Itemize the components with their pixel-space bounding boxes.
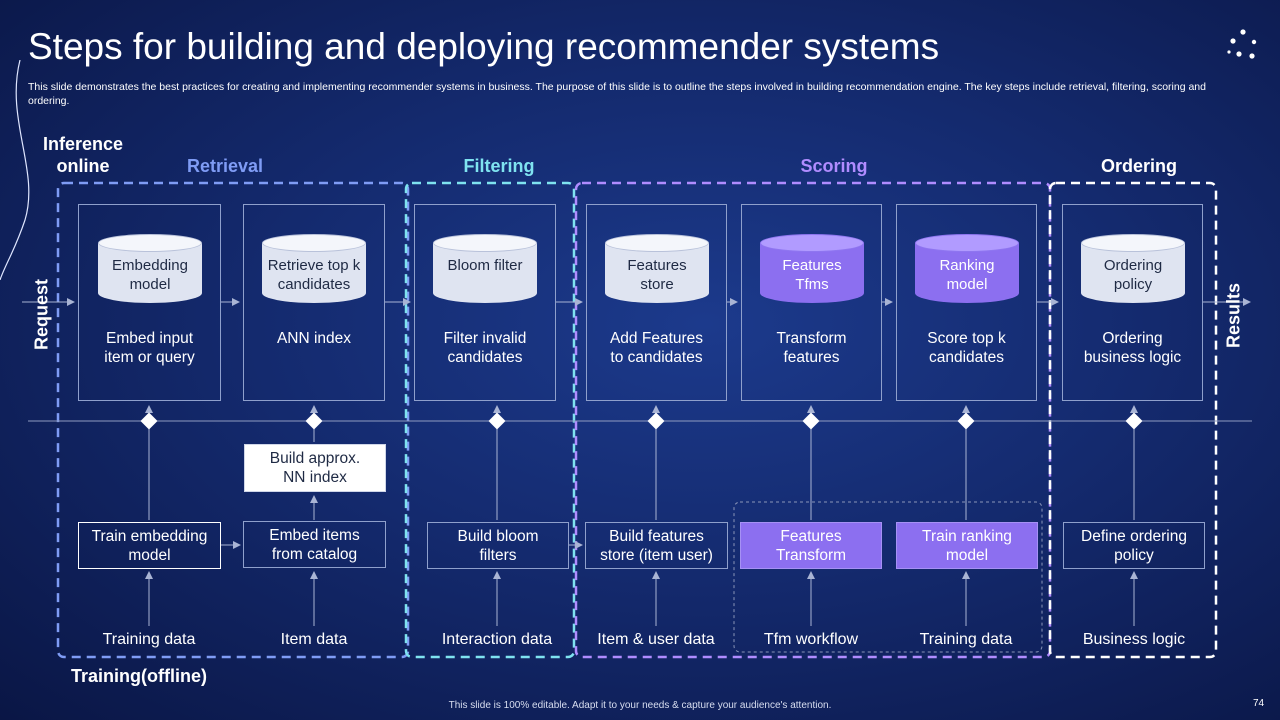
stage-title-ordering: Ordering (1100, 156, 1177, 176)
results-label: Results (1223, 282, 1244, 349)
inference-online-label: Inference online (42, 134, 124, 176)
build-ann-index-box: Build approx.NN index (244, 444, 386, 492)
scoring-region (574, 181, 1052, 659)
slide-description: This slide demonstrates the best practic… (28, 81, 1206, 107)
stage-title-retrieval: Retrieval (186, 156, 264, 176)
decorative-curve (0, 60, 30, 280)
page-number: 74 (1253, 698, 1265, 709)
source-item-user-data: Item & user data (597, 631, 715, 648)
training-offline-label: Training(offline) (71, 666, 207, 686)
stage-title-filtering: Filtering (463, 156, 535, 176)
source-interaction-data: Interaction data (441, 631, 553, 648)
source-tfm-workflow: Tfm workflow (763, 631, 859, 648)
footer-note: This slide is 100% editable. Adapt it to… (448, 700, 832, 711)
scoring-offline-group (733, 501, 1043, 653)
dots-logo-icon (1227, 29, 1257, 59)
filtering-region (404, 181, 576, 659)
request-label: Request (31, 279, 52, 351)
ordering-region (1048, 181, 1218, 659)
source-business-logic: Business logic (1082, 631, 1186, 648)
source-training-data: Training data (102, 631, 196, 648)
retrieval-region (56, 181, 410, 659)
bloom-filter-cylinder: Bloom filter (433, 234, 537, 312)
source-training-data-2: Training data (919, 631, 1013, 648)
stage-title-scoring: Scoring (800, 156, 868, 176)
source-item-data: Item data (280, 631, 348, 648)
slide-title: Steps for building and deploying recomme… (28, 26, 940, 67)
